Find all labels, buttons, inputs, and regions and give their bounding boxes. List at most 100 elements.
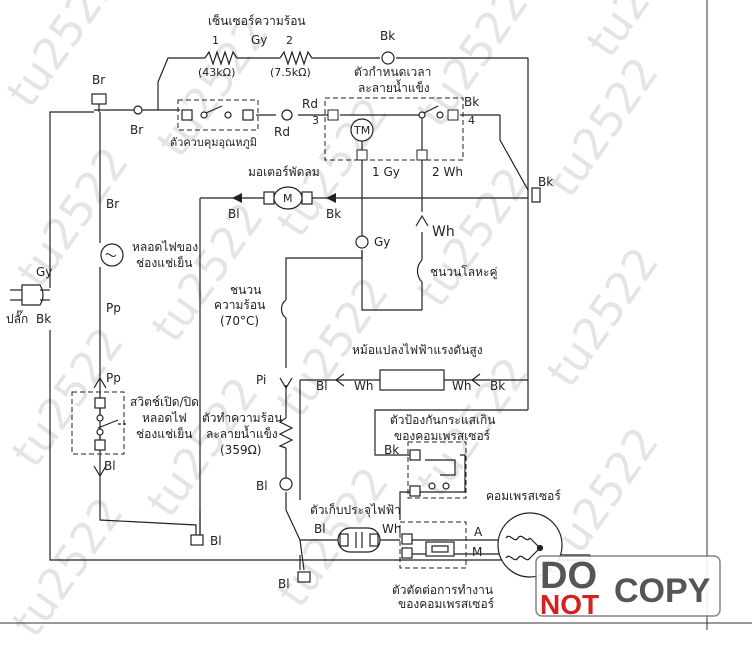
transformer-label: หม้อแปลงไฟฟ้าแรงดันสูง (352, 343, 483, 358)
fan-motor (263, 186, 313, 210)
arrow-fan-right (326, 193, 336, 203)
rd-top-label: Rd (302, 97, 318, 111)
starter-label-line2: ของคอมเพรสเซอร์ (398, 597, 495, 611)
resistor-2-value: (7.5kΩ) (270, 66, 311, 79)
gy1-label: 1 Gy (372, 165, 400, 179)
starter-relay-parts (401, 533, 455, 559)
watermark-text: tu2522 (407, 158, 539, 316)
br-wire-label: Br (106, 197, 119, 211)
heater-bl-terminal (279, 477, 293, 491)
wh-transformer-right-label: Wh (452, 379, 471, 393)
wh-transformer-left-label: Wh (354, 379, 373, 393)
high-voltage-transformer (379, 369, 445, 391)
lamp-filament (105, 253, 117, 257)
pp2-label: Pp (106, 371, 121, 385)
bl-ground-1-label: Bl (210, 534, 222, 548)
resistor-1-value: (43kΩ) (198, 66, 235, 79)
logo-do-text: DO (540, 555, 597, 597)
overload-label-line2: ของคอมเพรสเซอร์ (394, 429, 491, 443)
watermark-text: tu2522 (577, 0, 709, 66)
timer-title-line1: ตัวกำหนดเวลา (354, 65, 431, 79)
lamp-switch-label-line3: ช่องแช่เย็น (136, 426, 192, 441)
pi-arrow (279, 377, 293, 390)
gy-plug-label: Gy (36, 265, 52, 279)
bimetal-fuse (416, 259, 423, 283)
watermark-text: tu2522 (2, 488, 134, 645)
overload-protector-box (407, 441, 467, 499)
overload-protector-contacts (409, 449, 456, 497)
terminal-a-label: A (474, 525, 483, 539)
sensor-resistor-2 (279, 50, 316, 66)
bl-fan-label: Bl (228, 207, 240, 221)
br-left-label: Br (130, 123, 143, 137)
lamp-switch-label-line2: หลอดไฟ (142, 411, 187, 425)
arrow-sw-bottom (93, 465, 107, 478)
timer-title-line2: ละลายน้ำแข็ง (358, 79, 430, 95)
watermark-text: tu2522 (0, 0, 129, 116)
thermal-fuse-label-line3: (70°C) (220, 314, 259, 328)
watermark-text: tu2522 (537, 238, 669, 396)
timer-contacts (340, 105, 444, 150)
wh-capacitor-label: Wh (382, 522, 401, 536)
timer-motor-label: TM (353, 124, 370, 137)
bl-capacitor-label: Bl (314, 522, 326, 536)
bk-top-label: Bk (380, 29, 395, 43)
overload-label-line1: ตัวป้องกันกระแสเกิน (390, 413, 495, 427)
lamp-switch-box (71, 391, 125, 455)
starter-relay-box (399, 521, 467, 569)
gy-top-label: Gy (251, 33, 267, 47)
resistor-2-number: 2 (286, 34, 293, 47)
thermostat-contacts (181, 105, 254, 121)
bl-heater-label: Bl (256, 479, 268, 493)
arrow-tr-left (335, 373, 345, 387)
pi-label: Pi (256, 373, 266, 387)
wh2-label: 2 Wh (432, 165, 463, 179)
fan-motor-m-label: M (283, 192, 293, 205)
logo-not-text: NOT (540, 589, 599, 620)
gy-mid-label: Gy (374, 235, 390, 249)
terminal-m-label: M (472, 545, 482, 559)
lamp-label-line1: หลอดไฟของ (132, 240, 198, 254)
lamp-label-line2: ช่องแช่เย็น (136, 255, 192, 270)
heater-label-line3: (359Ω) (220, 443, 261, 457)
bk-fan-label: Bk (326, 207, 341, 221)
bk-right-label: Bk (538, 175, 553, 189)
bl-ground-2-label: Bl (278, 577, 290, 591)
starter-label-line1: ตัวตัดต่อการทำงาน (392, 583, 493, 597)
defrost-heater-symbol (278, 417, 294, 449)
watermark-text: tu2522 (537, 48, 669, 206)
power-plug (10, 284, 50, 306)
thermal-fuse-symbol (280, 299, 287, 319)
br-connector-label: Br (92, 73, 105, 87)
lamp-switch-label-line1: สวิตช์เปิด/ปิด (130, 395, 199, 409)
sensor-resistor-1 (204, 50, 239, 66)
bk-timer-label: Bk (464, 95, 479, 109)
pp1-label: Pp (106, 301, 121, 315)
wh-arrow (415, 214, 429, 227)
bk-transformer-label: Bk (490, 379, 505, 393)
defrost-timer-box (324, 97, 464, 161)
run-capacitor (337, 527, 381, 553)
rd-bottom-label: Rd (274, 125, 290, 139)
bl-transformer-label: Bl (316, 379, 328, 393)
resistor-1-number: 1 (212, 34, 219, 47)
bimetal-fuse-label: ชนวนโลหะคู่ (430, 265, 497, 280)
arrow-tr-right (471, 373, 481, 387)
thermostat-label: ตัวควบคุมอุณหภูมิ (170, 136, 257, 149)
do-not-copy-logo: DO NOT COPY (535, 555, 721, 620)
timer-connectors (327, 109, 459, 161)
bl-switch-label: Bl (104, 459, 116, 473)
compressor-label: คอมเพรสเซอร์ (486, 489, 561, 503)
lamp-switch-contacts (94, 397, 128, 451)
br-connector-top (91, 93, 107, 105)
gy-terminal-mid (355, 235, 369, 249)
plug-label: ปลั๊ก (6, 310, 28, 326)
br-terminal-left (133, 105, 143, 115)
thermostat-box (177, 99, 259, 131)
thermal-fuse-label-line1: ชนวน (230, 283, 261, 297)
capacitor-label: ตัวเก็บประจุไฟฟ้า (310, 502, 401, 518)
pp-arrow (93, 376, 107, 389)
rd-terminal (281, 109, 293, 121)
temp-sensor-label: เซ็นเซอร์ความร้อน (208, 13, 306, 28)
